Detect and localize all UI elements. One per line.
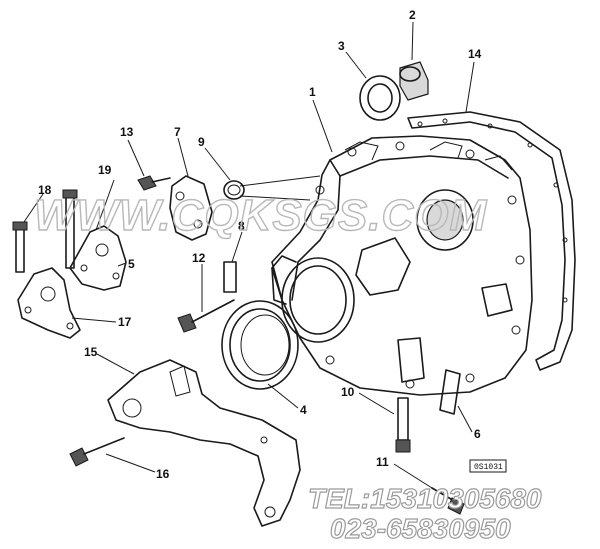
callout-13: 13 (120, 125, 134, 139)
capscrew-part-12 (177, 299, 235, 333)
capscrew-part-10 (395, 397, 411, 453)
front-seal-bore (271, 255, 355, 343)
capscrew-part-13 (137, 175, 171, 191)
bolt-part-19 (62, 189, 78, 269)
callout-4: 4 (300, 403, 307, 417)
callout-14: 14 (468, 47, 482, 61)
callout-18: 18 (38, 183, 52, 197)
callout-6: 6 (474, 427, 481, 441)
gear-housing-part-1 (271, 135, 533, 396)
sleeve-part-2 (399, 61, 429, 101)
reference-box: 0S1031 (469, 459, 507, 473)
bracket-part-5 (69, 225, 127, 291)
seal-part-3 (359, 75, 401, 121)
callout-7: 7 (174, 125, 181, 139)
reference-code: 0S1031 (474, 463, 503, 472)
contact-tel: TEL:15310305680 (308, 483, 542, 514)
callout-labels: 1 2 3 14 13 7 9 19 18 8 12 5 17 15 4 10 … (38, 8, 482, 481)
callout-3: 3 (338, 39, 345, 53)
dowel-pin-part-8 (223, 261, 237, 293)
callout-12: 12 (192, 251, 206, 265)
callout-9: 9 (198, 135, 205, 149)
callout-5: 5 (128, 257, 135, 271)
gasket-part-14 (407, 111, 576, 371)
callout-11: 11 (376, 455, 389, 469)
o-ring-part-9 (223, 180, 245, 200)
contact-phone: 023-65830950 (330, 513, 511, 544)
bolt-part-18 (12, 221, 28, 273)
callout-19: 19 (98, 163, 112, 177)
callout-17: 17 (118, 315, 132, 329)
callout-10: 10 (341, 385, 355, 399)
callout-1: 1 (309, 85, 316, 99)
watermark-text: WWW.CQKSGS.COM (34, 191, 487, 240)
dowel-part-6 (439, 369, 461, 415)
callout-16: 16 (156, 467, 170, 481)
gasket-part-7 (169, 175, 213, 241)
callout-8: 8 (238, 219, 245, 233)
callout-15: 15 (84, 345, 98, 359)
capscrew-part-16 (69, 437, 125, 467)
capscrew-part-11 (431, 487, 465, 515)
oil-seal-part-4 (221, 300, 299, 390)
bracket-part-17 (17, 267, 81, 339)
leader-lines (23, 21, 475, 489)
support-bracket-part-15 (107, 359, 301, 527)
callout-2: 2 (409, 8, 416, 22)
